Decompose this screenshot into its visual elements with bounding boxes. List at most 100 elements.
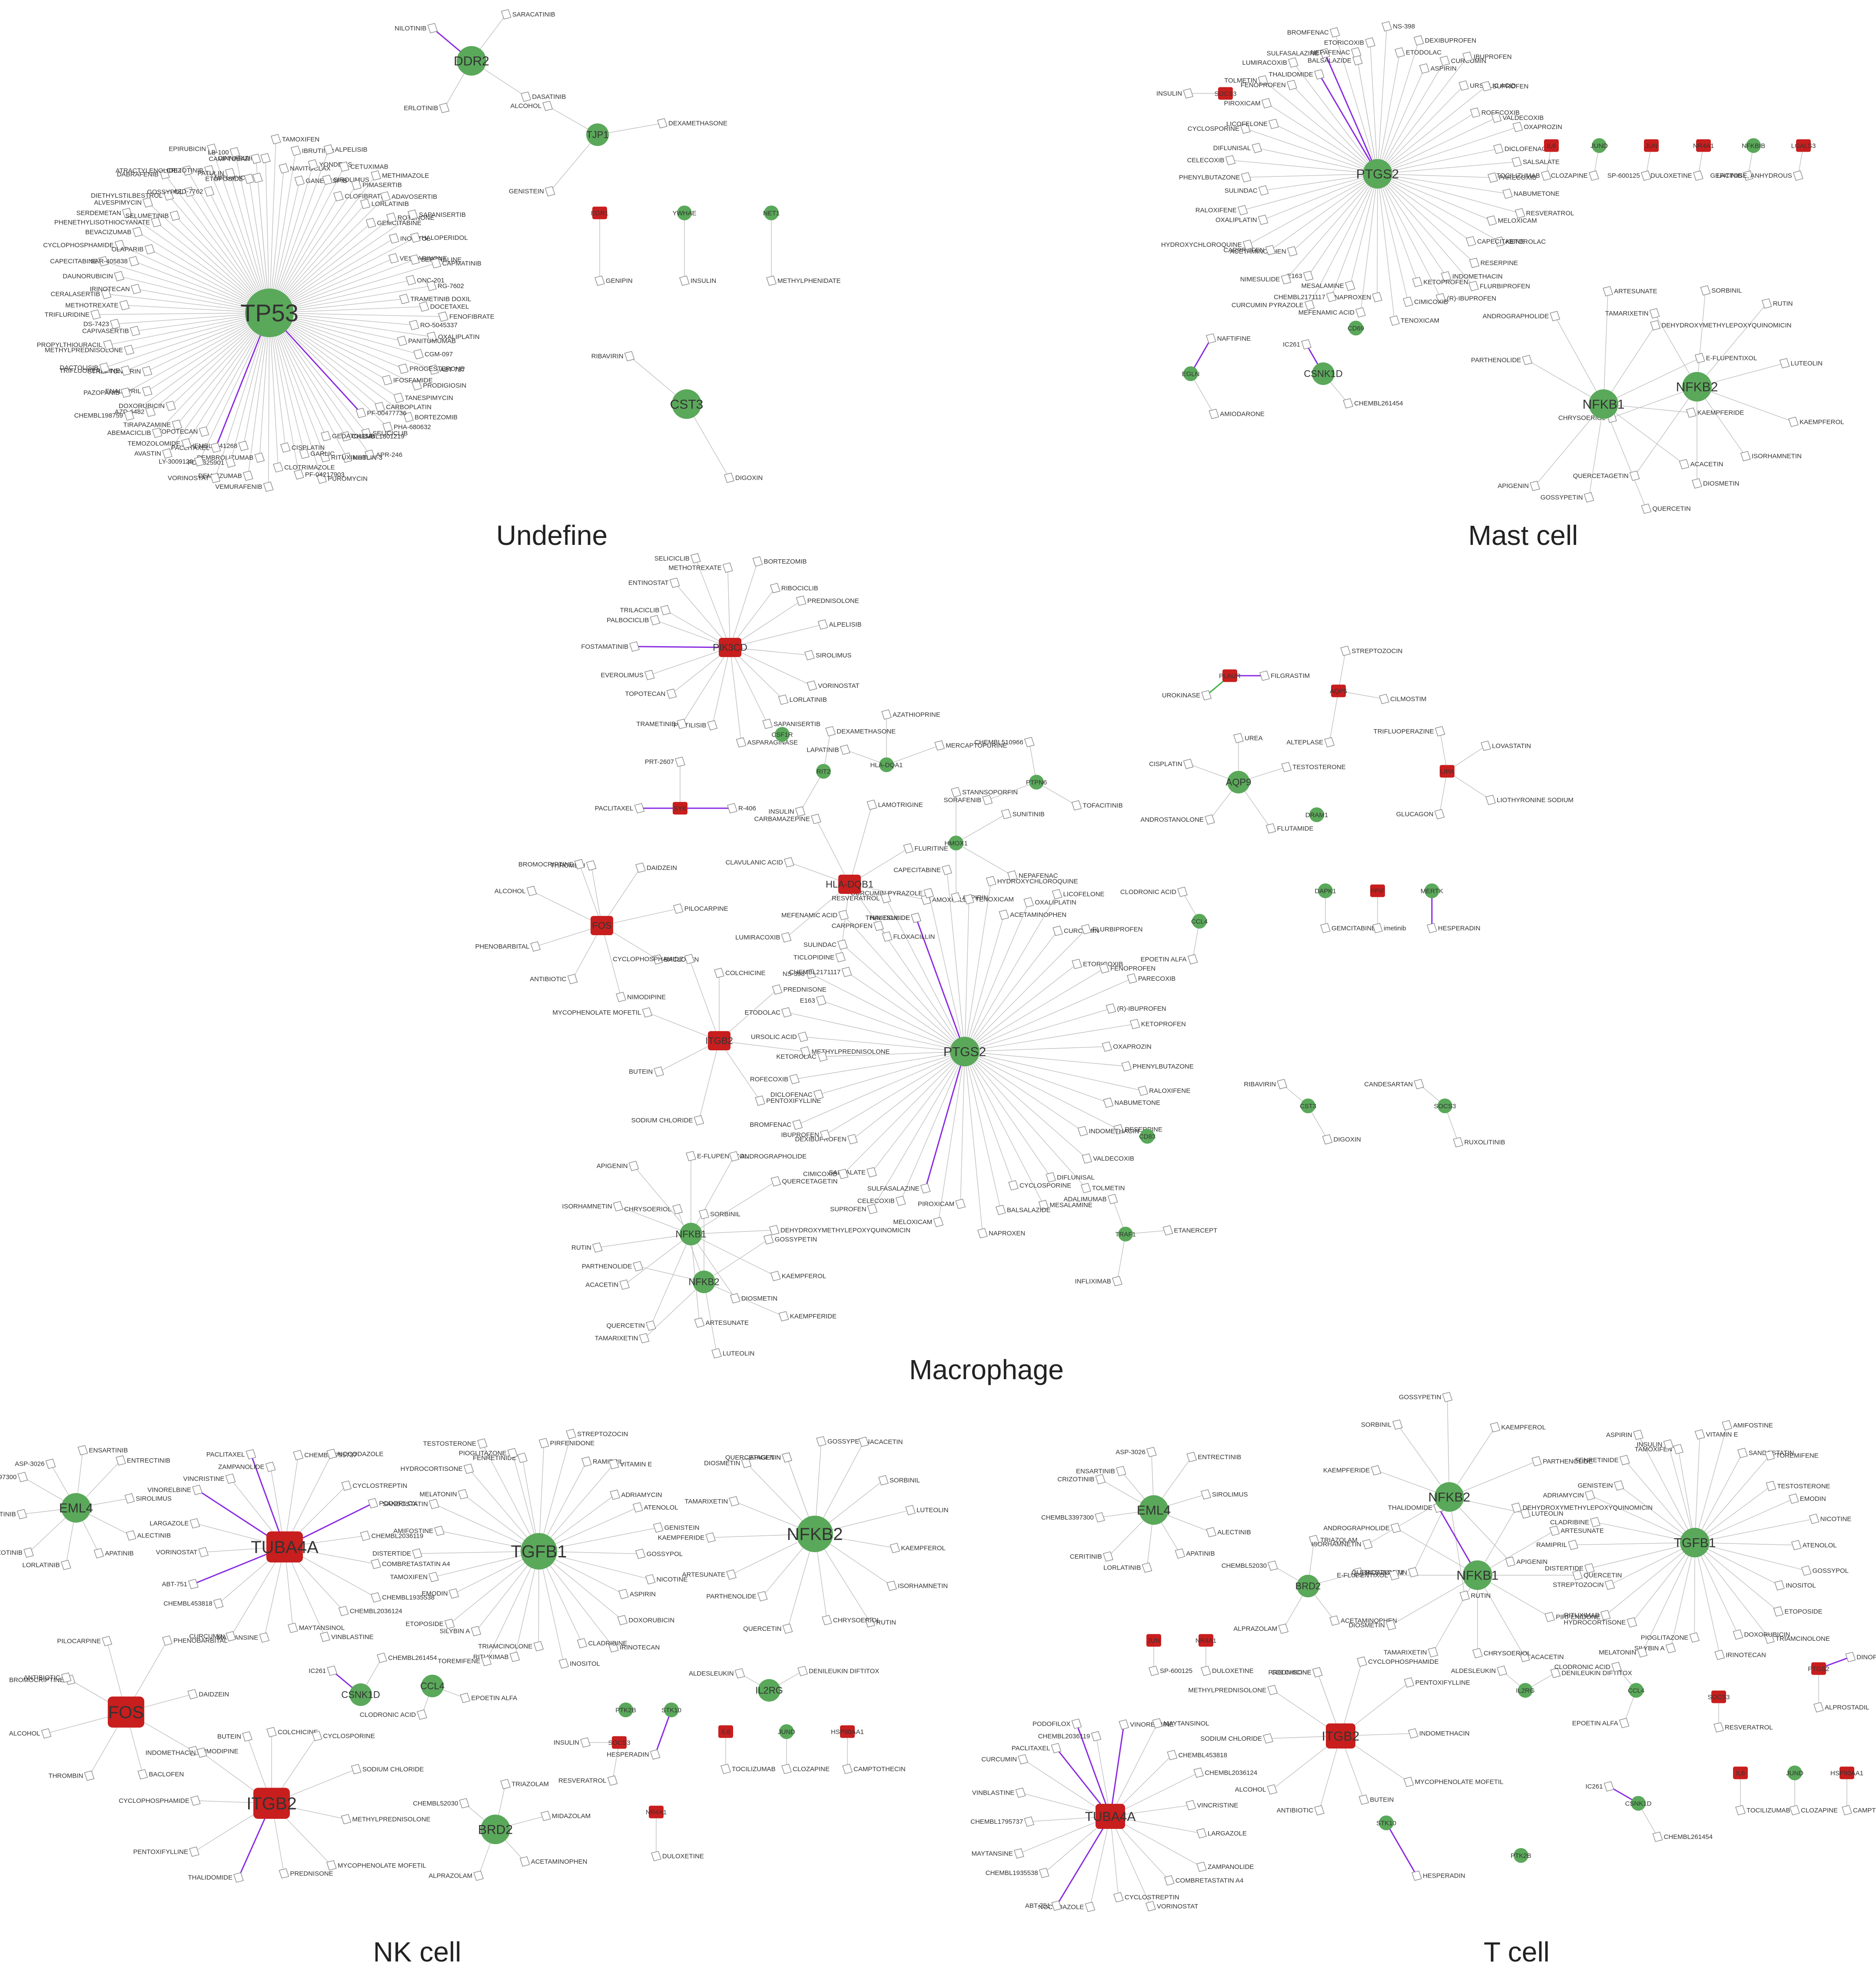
drug-node-icon bbox=[460, 1693, 471, 1703]
gene-label: CCL4 bbox=[1628, 1687, 1644, 1694]
edge bbox=[486, 1551, 539, 1661]
drug-label: LIOTHYRONINE SODIUM bbox=[1497, 796, 1574, 804]
drug-node-icon bbox=[405, 275, 416, 285]
drug-node-icon bbox=[778, 1311, 789, 1322]
drug-node-icon bbox=[184, 186, 195, 197]
edge bbox=[215, 312, 270, 478]
edge bbox=[964, 1008, 1111, 1052]
drug-label: DOXORUBICIN bbox=[628, 1616, 674, 1624]
drug-node-icon bbox=[840, 744, 850, 755]
drug-node-icon bbox=[1329, 27, 1340, 38]
edge bbox=[689, 959, 720, 1041]
gene-label: BRD2 bbox=[1295, 1581, 1321, 1592]
drug-label: NABUMETONE bbox=[1514, 190, 1560, 198]
edge bbox=[1377, 112, 1476, 174]
drug-node-icon bbox=[1692, 478, 1702, 489]
drug-label: TESTOSTERONE bbox=[423, 1440, 476, 1447]
drug-node-icon bbox=[61, 1672, 72, 1683]
drug-label: MESALAMINE bbox=[1049, 1201, 1092, 1209]
drug-label: INDOMETHACIN bbox=[1452, 273, 1503, 280]
drug-node-icon bbox=[382, 375, 392, 385]
gene-node-down bbox=[612, 1736, 627, 1749]
drug-label: LICOFELONE bbox=[1063, 891, 1105, 898]
drug-node-icon bbox=[1116, 1466, 1126, 1477]
nodes: TRILACICLIBENTINOSTATSELICICLIBMETHOTREX… bbox=[475, 553, 1574, 1359]
drug-label: FENRETINIDE bbox=[1575, 1457, 1619, 1464]
gene-node-up bbox=[245, 289, 294, 337]
drug-node-icon bbox=[188, 1579, 199, 1590]
gene-node-up bbox=[586, 123, 609, 146]
drug-node-icon bbox=[316, 473, 327, 484]
drug-label: CLOTRIMAZOLE bbox=[284, 464, 335, 471]
drug-label: SAR-405838 bbox=[90, 258, 128, 265]
drug-label: IFOSFAMIDE bbox=[393, 377, 433, 384]
drug-label: CLOZAPINE bbox=[1551, 172, 1588, 179]
drug-label: EPOETIN ALFA bbox=[1572, 1719, 1618, 1727]
drug-label: APATINIB bbox=[1186, 1550, 1215, 1557]
drug-node-icon bbox=[729, 1496, 740, 1507]
drug-label: ADRIAMYCIN bbox=[621, 1491, 662, 1499]
drug-label: BUTEIN bbox=[629, 1068, 653, 1075]
drug-node-icon bbox=[1258, 185, 1269, 196]
edge bbox=[964, 968, 1105, 1052]
drug-node-icon bbox=[124, 345, 134, 355]
drug-node-icon bbox=[707, 720, 718, 730]
drug-node-icon bbox=[1320, 923, 1331, 933]
gene-node-down bbox=[838, 874, 861, 894]
drug-node-icon bbox=[632, 1502, 643, 1513]
gene-node-down bbox=[649, 1805, 664, 1819]
gene-node-down bbox=[1711, 1690, 1726, 1703]
drug-label: GOSSYPETIN bbox=[1541, 494, 1583, 501]
drug-node-icon bbox=[608, 1642, 619, 1653]
drug-label: ACETAMINOPHEN bbox=[531, 1858, 588, 1865]
drug-label: TAMARIXETIN bbox=[595, 1335, 638, 1342]
drug-label: AMIFOSTINE bbox=[393, 1527, 433, 1535]
drug-label: OXAPROZIN bbox=[1113, 1043, 1151, 1051]
drug-label: RIBAVIRIN bbox=[1244, 1081, 1276, 1088]
drug-label: APR-246 bbox=[376, 451, 402, 458]
drug-node-icon bbox=[418, 301, 429, 312]
drug-node-icon bbox=[1413, 35, 1424, 46]
drug-node-icon bbox=[835, 952, 846, 962]
drug-label: QUERCETIN bbox=[606, 1322, 644, 1330]
drug-label: CYCLOPHOSPHAMIDE bbox=[119, 1797, 189, 1805]
drug-label: KAEMPFEROL bbox=[782, 1273, 827, 1280]
drug-node-icon bbox=[813, 1089, 824, 1100]
drug-label: ENTRECTINIB bbox=[1198, 1454, 1241, 1461]
drug-node-icon bbox=[694, 1317, 705, 1328]
drug-label: HESPERADIN bbox=[1438, 925, 1481, 932]
drug-label: MYCOPHENOLATE MOFETIL bbox=[552, 1009, 641, 1016]
drug-label: RALOXIFENE bbox=[1195, 207, 1237, 214]
drug-label: TOCILIZUMAB bbox=[1496, 172, 1540, 179]
drug-label: LORLATINIB bbox=[790, 696, 827, 704]
drug-node-icon bbox=[792, 1119, 803, 1130]
edge bbox=[269, 149, 329, 313]
drug-label: RUXOLITINIB bbox=[1464, 1139, 1505, 1146]
drug-label: CARBAMAZEPINE bbox=[754, 816, 810, 823]
drug-label: GEMCITABINE bbox=[377, 219, 422, 227]
drug-label: TRILACICLIB bbox=[620, 607, 660, 614]
drug-label: TESTOSTERONE bbox=[1777, 1483, 1830, 1490]
edge bbox=[147, 202, 270, 313]
edge bbox=[1642, 1542, 1695, 1653]
drug-node-icon bbox=[428, 1499, 439, 1510]
drug-label: R-406 bbox=[738, 805, 756, 812]
gene-label: PTK2B bbox=[615, 1706, 636, 1714]
drug-node-icon bbox=[1428, 1647, 1438, 1658]
drug-label: CYCLOPHOSPHAMIDE bbox=[1368, 1658, 1439, 1666]
drug-node-icon bbox=[434, 1526, 445, 1536]
drug-node-icon bbox=[259, 1632, 270, 1643]
drug-label: BROMOCRIPTINE bbox=[518, 861, 574, 868]
drug-label: BALSALAZIDE bbox=[1308, 57, 1351, 64]
edge bbox=[269, 217, 392, 313]
edge bbox=[96, 312, 270, 315]
gene-label: PLAUR bbox=[1219, 672, 1241, 680]
gene-node-down bbox=[266, 1531, 303, 1563]
drug-label: THALIDOMIDE bbox=[865, 914, 910, 922]
drug-label: E163 bbox=[800, 997, 815, 1004]
edge bbox=[248, 312, 270, 476]
drug-node-icon bbox=[1095, 1474, 1106, 1484]
gene-label: ITGB2 bbox=[1322, 1729, 1360, 1744]
drug-node-icon bbox=[308, 159, 319, 170]
drug-label: SALSALATE bbox=[829, 1169, 866, 1176]
